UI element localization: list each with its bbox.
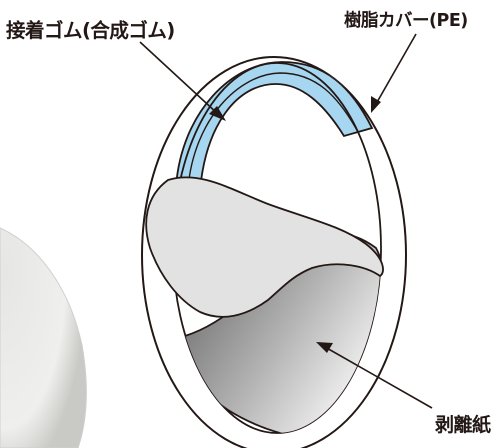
cover-leader-arrow [371,33,417,113]
resin-cover-label: 樹脂カバー(PE) [344,11,468,31]
release-paper-flap [145,176,384,318]
adhesive-rubber-label: 接着ゴム(合成ゴム) [6,19,175,42]
adhesive-leader-arrow [139,41,226,121]
background-object [0,227,87,448]
adhesive-rubber-band [175,61,374,192]
release-paper-label: 剥離紙 [435,414,491,436]
liner-leader-arrow [316,342,433,409]
